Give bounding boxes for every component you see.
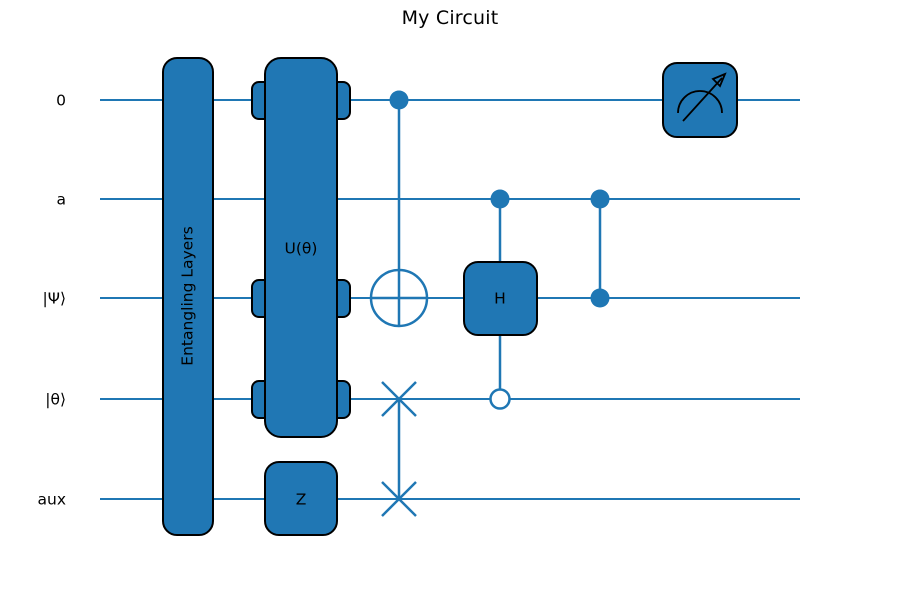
swap-marker-upper[interactable] — [381, 381, 417, 417]
gate-swap[interactable] — [381, 381, 417, 517]
gate-measurement[interactable] — [662, 62, 738, 138]
cz-control-dot-lower[interactable] — [590, 288, 610, 308]
wire-label-4: aux — [38, 491, 67, 509]
measure-icon-arc — [677, 90, 723, 114]
measure-icon — [677, 72, 727, 122]
wire-label-3: |θ⟩ — [45, 391, 66, 409]
wire-label-0: 0 — [56, 92, 66, 110]
swap-marker-lower[interactable] — [381, 481, 417, 517]
gate-cnot[interactable] — [369, 90, 429, 328]
page-title: My Circuit — [401, 7, 499, 29]
z-gate-box[interactable] — [264, 461, 338, 536]
gate-hadamard-controlled[interactable]: H — [463, 189, 538, 410]
swap-marker-lower-stroke-b — [381, 481, 417, 517]
entangling-layers-label: Entangling Layers — [179, 226, 197, 365]
entangling-layers-box[interactable] — [162, 57, 214, 536]
z-gate-label: Z — [296, 491, 307, 509]
gate-cz[interactable] — [590, 189, 610, 308]
wire-label-1: a — [57, 191, 67, 209]
wire-label-2: |Ψ⟩ — [43, 290, 66, 308]
cnot-control-dot[interactable] — [389, 90, 409, 110]
swap-marker-upper-stroke-b — [381, 381, 417, 417]
gate-z[interactable]: Z — [264, 461, 338, 536]
hadamard-control-dot-open[interactable] — [489, 388, 511, 410]
u-theta-label: U(θ) — [285, 240, 318, 258]
hadamard-control-dot-filled[interactable] — [490, 189, 510, 209]
u-theta-box[interactable] — [264, 57, 338, 438]
gate-u-theta[interactable]: U(θ) — [251, 57, 351, 438]
hadamard-gate-label: H — [494, 290, 506, 308]
measure-icon-arrowhead — [711, 72, 727, 88]
cz-control-dot-upper[interactable] — [590, 189, 610, 209]
hadamard-gate-box[interactable] — [463, 261, 538, 336]
wire-labels-group: 0 a |Ψ⟩ |θ⟩ aux — [38, 92, 67, 509]
gate-entangling-layers[interactable]: Entangling Layers — [162, 57, 214, 536]
measure-icon-needle — [682, 77, 723, 122]
